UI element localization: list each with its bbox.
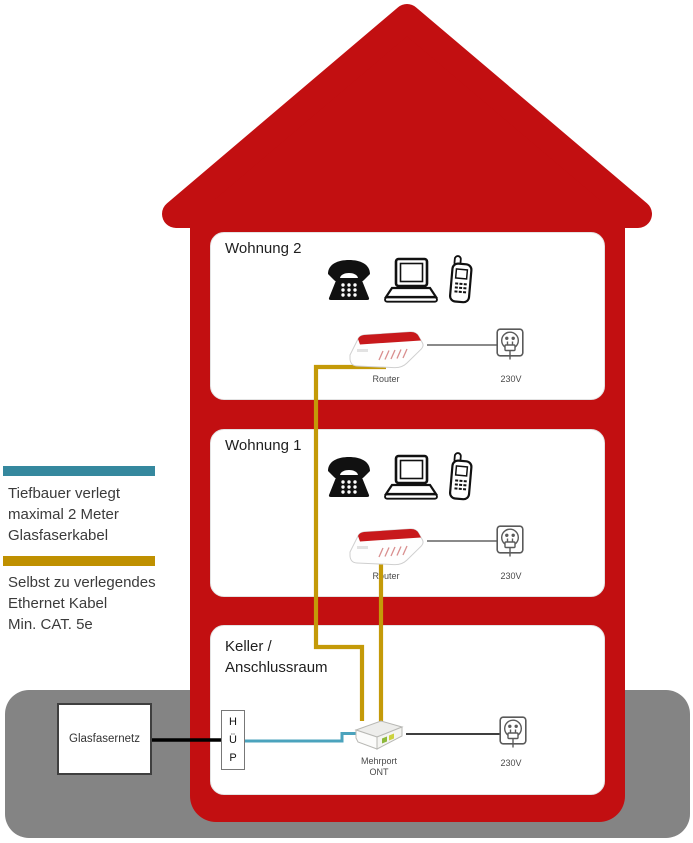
router-label: Router [372, 571, 400, 581]
apartment-box-wohnung2: Wohnung 2 [210, 232, 605, 400]
mobile-phone-icon [448, 255, 473, 304]
router-label: Router [372, 374, 400, 384]
apartment-box-wohnung1: Wohnung 1 Router [210, 429, 605, 597]
mobile-phone-icon [448, 452, 473, 501]
outlet-voltage-label: 230V [500, 758, 522, 768]
router-device [349, 528, 424, 566]
legend-fiber-text: Tiefbauer verlegt maximal 2 Meter Glasfa… [8, 485, 121, 544]
outlet-voltage-label: 230V [500, 571, 522, 581]
apartment-label: Wohnung 2 [225, 240, 302, 257]
basement-box: Keller / Anschlussraum Mehrport ONT 230V [210, 625, 605, 795]
outlet-voltage-label: 230V [500, 374, 522, 384]
laptop-icon [383, 454, 439, 500]
telephone-icon [328, 260, 370, 300]
apartment-label: Wohnung 1 [225, 437, 302, 454]
ont-device [354, 720, 404, 750]
power-outlet-icon [496, 525, 524, 557]
laptop-icon [383, 257, 439, 303]
router-device [349, 331, 424, 369]
power-outlet-icon [499, 716, 527, 748]
fiber-network-label: Glasfasernetz [69, 733, 140, 745]
legend-fiber-color-bar [3, 466, 155, 476]
telephone-icon [328, 457, 370, 497]
power-outlet-icon [496, 328, 524, 360]
legend-ethernet-color-bar [3, 556, 155, 566]
ont-label: Mehrport ONT [360, 756, 397, 777]
house-roof [162, 4, 652, 228]
basement-label: Keller / Anschlussraum [225, 638, 328, 676]
legend-ethernet-text: Selbst zu verlegendes Ethernet Kabel Min… [8, 574, 156, 633]
fiber-network-box: Glasfasernetz [57, 703, 152, 775]
huep-transfer-point: H Ü P [221, 710, 245, 770]
